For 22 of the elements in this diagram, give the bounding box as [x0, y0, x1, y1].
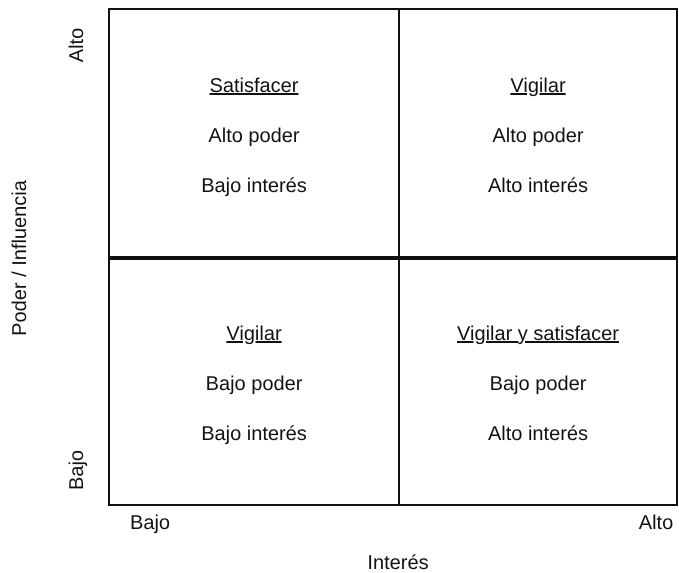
quadrant-text: Bajo interés: [201, 174, 307, 198]
quadrant-box: [108, 8, 400, 260]
quadrant-heading: Vigilar: [510, 74, 566, 98]
quadrant-text: Alto interés: [488, 422, 588, 446]
quadrant-text: Alto poder: [492, 124, 584, 148]
axis-end-label: Alto: [638, 511, 674, 535]
quadrant-text: Alto poder: [208, 124, 300, 148]
quadrant-heading: Satisfacer: [210, 74, 298, 98]
axis-end-label: Bajo: [130, 511, 170, 535]
quadrant-box: [108, 256, 400, 506]
axis-end-label: Bajo: [65, 450, 89, 490]
quadrant-text: Bajo poder: [206, 372, 302, 396]
quadrant-box: [398, 8, 678, 260]
quadrant-heading: Vigilar y satisfacer: [457, 322, 619, 346]
axis-end-label: Alto: [65, 28, 89, 62]
quadrant-text: Alto interés: [488, 174, 588, 198]
quadrant-text: Bajo poder: [490, 372, 586, 396]
quadrant-heading: Vigilar: [226, 322, 282, 346]
axis-title: Interés: [367, 551, 429, 573]
quadrant-text: Bajo interés: [201, 422, 307, 446]
axis-title: Poder / Influencia: [8, 180, 32, 336]
quadrant-box: [398, 256, 678, 506]
